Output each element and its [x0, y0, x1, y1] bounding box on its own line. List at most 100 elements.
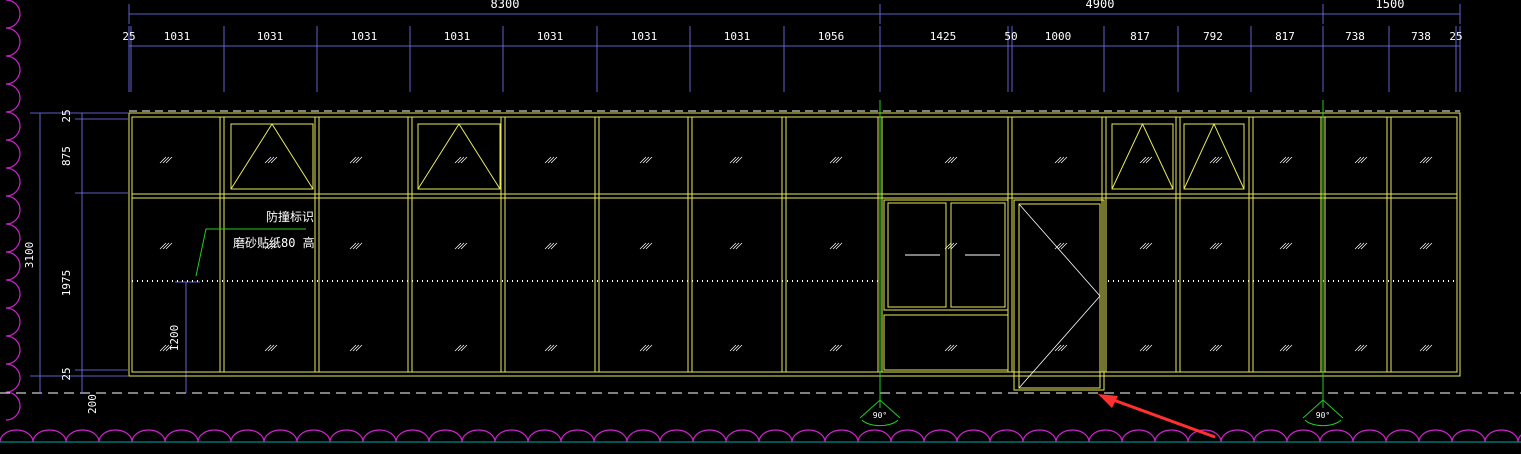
glass-hatch — [1354, 344, 1362, 352]
top-total-label: 8300 — [491, 0, 520, 11]
vent-opening-mark — [230, 123, 314, 190]
glass-hatch — [735, 242, 743, 250]
door-swing-mark — [1018, 203, 1101, 389]
top-total-label: 1500 — [1376, 0, 1405, 11]
vent-window — [417, 123, 501, 190]
glass-hatch — [454, 344, 462, 352]
glass-hatch — [457, 242, 465, 250]
glass-hatch — [1360, 242, 1368, 250]
glass-hatch — [162, 242, 170, 250]
glass-hatch — [1209, 242, 1217, 250]
top-segment-label: 1031 — [351, 30, 378, 43]
glass-hatch — [270, 156, 278, 164]
door-swing-symbols: 90° 90° — [859, 399, 1344, 427]
glass-hatch — [1422, 156, 1430, 164]
vent-opening-mark — [1183, 122, 1245, 190]
annotation-line1: 防撞标识 — [266, 209, 314, 224]
top-segment-label: 792 — [1203, 30, 1223, 43]
glass-hatch — [457, 344, 465, 352]
glass-hatch — [1145, 242, 1153, 250]
swing-arc-right — [1302, 399, 1344, 427]
left-dimension-group — [30, 112, 200, 393]
glass-hatch — [729, 242, 737, 250]
revision-cloud-bottom — [0, 429, 1521, 443]
left-dimension-labels: 25 875 1975 25 3100 200 1200 — [23, 109, 181, 414]
glass-hatch — [264, 344, 272, 352]
top-segment-label: 1000 — [1045, 30, 1072, 43]
left-extra-label: 200 — [86, 394, 99, 414]
glass-hatch — [944, 344, 952, 352]
glass-hatch — [732, 242, 740, 250]
glass-hatch — [1282, 344, 1290, 352]
glass-hatch — [1060, 344, 1068, 352]
glass-hatch — [1209, 156, 1217, 164]
glass-hatch — [947, 156, 955, 164]
top-segment-label: 1031 — [724, 30, 751, 43]
glass-hatch — [645, 344, 653, 352]
glass-hatch — [1419, 242, 1427, 250]
glass-hatch — [950, 242, 958, 250]
glass-hatch — [1425, 156, 1433, 164]
glass-hatch — [267, 242, 275, 250]
top-total-labels: 8300 4900 1500 — [491, 0, 1405, 11]
glass-hatch — [1354, 242, 1362, 250]
top-dimension-group — [129, 13, 1460, 47]
top-segment-label: 738 — [1411, 30, 1431, 43]
glass-hatch — [835, 156, 843, 164]
glass-hatch — [352, 242, 360, 250]
glass-hatch — [835, 242, 843, 250]
glass-hatch — [835, 344, 843, 352]
annotation-leader — [195, 228, 306, 277]
vent-window — [1111, 123, 1174, 190]
top-segment-label: 738 — [1345, 30, 1365, 43]
glass-hatch — [544, 156, 552, 164]
glass-hatch — [832, 156, 840, 164]
glass-hatch — [1060, 242, 1068, 250]
glass-hatch — [544, 242, 552, 250]
top-dimension-ticks — [128, 4, 1461, 92]
glass-hatch — [355, 156, 363, 164]
glass-hatch — [1419, 344, 1427, 352]
glass-hatch — [547, 344, 555, 352]
glass-hatch — [162, 344, 170, 352]
glass-hatch — [454, 156, 462, 164]
glass-hatch — [1360, 344, 1368, 352]
glass-hatch — [1057, 344, 1065, 352]
top-segment-label: 1425 — [930, 30, 957, 43]
glass-hatch — [832, 344, 840, 352]
glass-hatch — [1057, 156, 1065, 164]
glass-hatch — [264, 156, 272, 164]
glass-hatch — [1139, 156, 1147, 164]
glass-hatch — [947, 344, 955, 352]
glass-hatch — [454, 242, 462, 250]
single-door-leaf — [1018, 203, 1101, 389]
glass-hatch — [1145, 344, 1153, 352]
left-segment-label: 1975 — [60, 270, 73, 297]
swing-angle-left: 90° — [873, 411, 887, 420]
vent-opening-mark — [1111, 122, 1174, 190]
glass-hatch — [1285, 242, 1293, 250]
top-segment-label: 1056 — [818, 30, 845, 43]
glass-hatch — [642, 242, 650, 250]
glass-hatch — [1139, 242, 1147, 250]
top-segment-label: 817 — [1130, 30, 1150, 43]
glass-hatch — [1422, 344, 1430, 352]
top-segment-label: 1031 — [444, 30, 471, 43]
glass-hatch — [1054, 156, 1062, 164]
height-1200-label: 1200 — [168, 325, 181, 352]
top-segment-label: 25 — [1449, 30, 1462, 43]
glass-hatch — [159, 344, 167, 352]
top-segment-label: 1031 — [257, 30, 284, 43]
glass-hatch — [832, 242, 840, 250]
vent-window — [230, 123, 314, 190]
glass-hatch — [1054, 242, 1062, 250]
glass-hatch — [639, 156, 647, 164]
glass-hatch — [1054, 344, 1062, 352]
glass-hatch — [1212, 242, 1220, 250]
annotation-group: 防撞标识 磨砂贴纸80 高 — [195, 209, 315, 277]
glass-hatch — [1215, 156, 1223, 164]
glass-hatch — [1354, 156, 1362, 164]
glass-hatch — [550, 156, 558, 164]
top-segment-label: 25 — [122, 30, 135, 43]
top-segment-label: 1031 — [164, 30, 191, 43]
